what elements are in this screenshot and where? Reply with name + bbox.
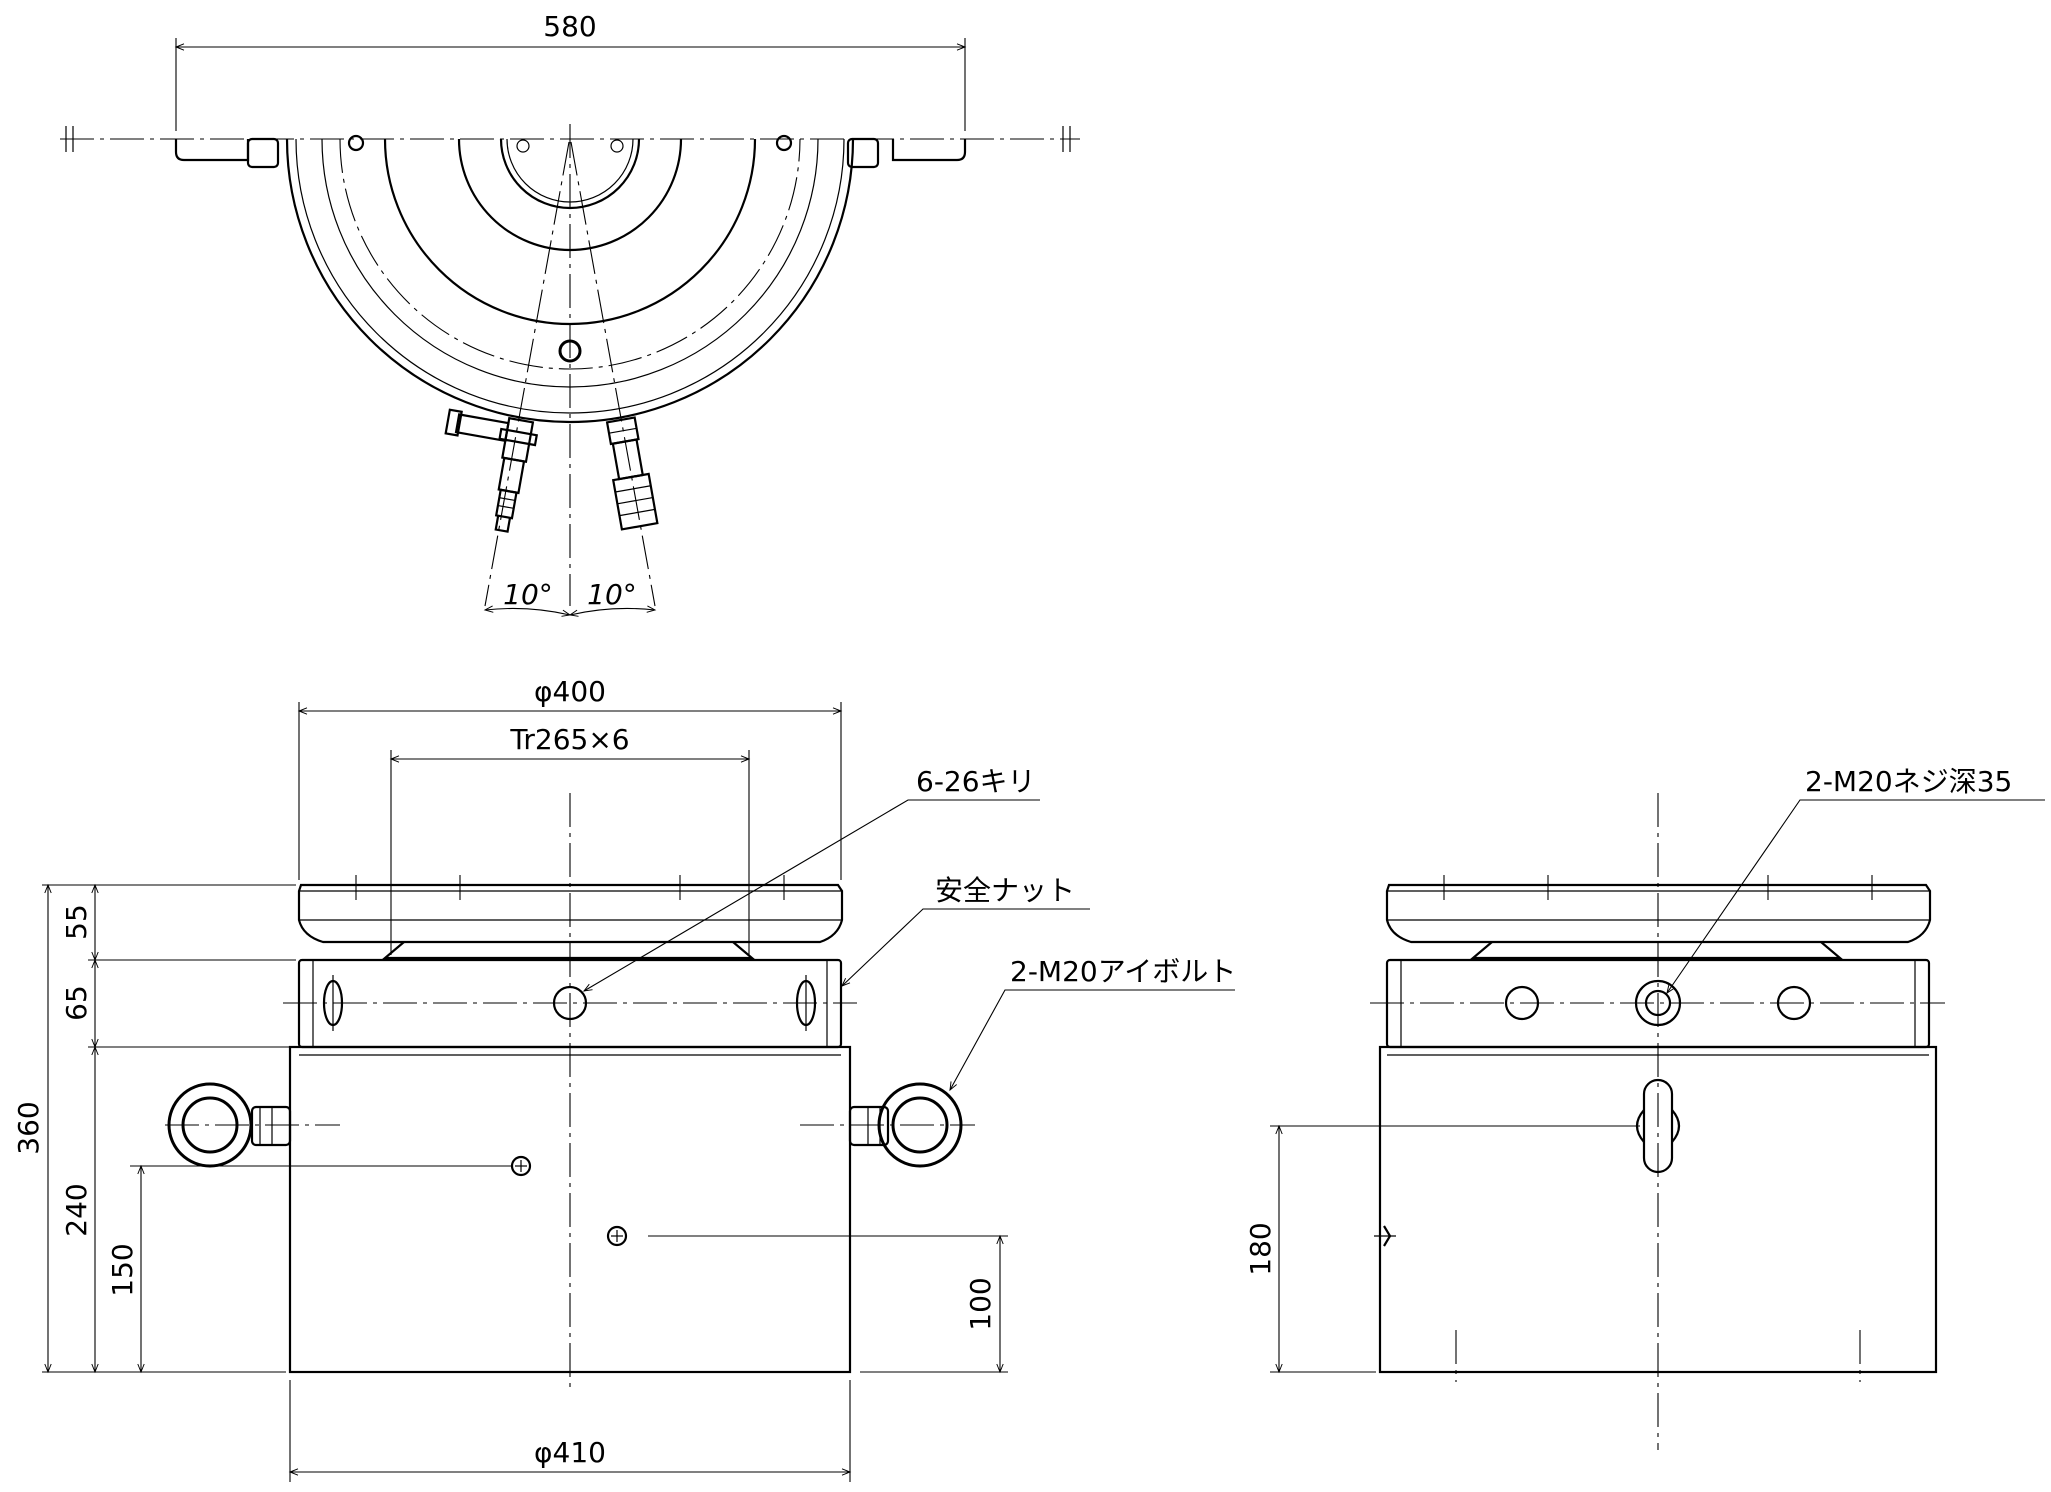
top-view: 580 10° 10° <box>60 10 1080 617</box>
dim-label-tr265: Tr265×6 <box>509 723 629 756</box>
dim-label-180: 180 <box>1244 1222 1277 1275</box>
top-outer-circle <box>285 138 855 424</box>
top-flange-left <box>174 139 250 162</box>
top-lug-right <box>846 137 880 169</box>
dim-label-150: 150 <box>106 1243 139 1296</box>
dim-label-360: 360 <box>12 1101 45 1154</box>
dim-label-240: 240 <box>60 1183 93 1236</box>
side-eyebolt <box>1642 1078 1674 1174</box>
label-thread: 2-M20ネジ深35 <box>1805 765 2012 798</box>
side-thread-hole <box>1634 979 1682 1027</box>
dim-label-phi400: φ400 <box>534 675 606 708</box>
dim-label-65: 65 <box>60 985 93 1021</box>
label-safety-nut: 安全ナット <box>935 874 1075 907</box>
label-eyebolt: 2-M20アイボルト <box>1010 955 1236 988</box>
side-view: 180 2-M20ネジ深35 <box>1244 765 2045 1450</box>
hydraulic-fitting-right <box>605 416 659 531</box>
top-lug-left <box>246 137 280 169</box>
dim-label-580: 580 <box>543 10 596 43</box>
angle-label-right: 10° <box>587 578 637 611</box>
front-body <box>288 1045 852 1374</box>
top-flange-right <box>891 139 967 162</box>
dim-label-55: 55 <box>60 904 93 940</box>
hydraulic-fitting-left <box>444 408 539 533</box>
eyebolt-left <box>165 1082 340 1168</box>
angle-label-left: 10° <box>503 578 553 611</box>
front-top-plate <box>297 883 844 944</box>
dim-label-100: 100 <box>964 1277 997 1330</box>
side-body <box>1378 1045 1938 1374</box>
front-hole-center <box>552 985 588 1021</box>
front-view: φ400 Tr265×6 φ410 55 65 360 240 150 100 <box>12 675 1236 1482</box>
eyebolt-right <box>800 1082 975 1168</box>
label-holes: 6-26キリ <box>916 765 1036 798</box>
side-top-plate <box>1385 883 1932 944</box>
dim-label-phi410: φ410 <box>534 1436 606 1469</box>
front-port-lower <box>606 1225 628 1247</box>
